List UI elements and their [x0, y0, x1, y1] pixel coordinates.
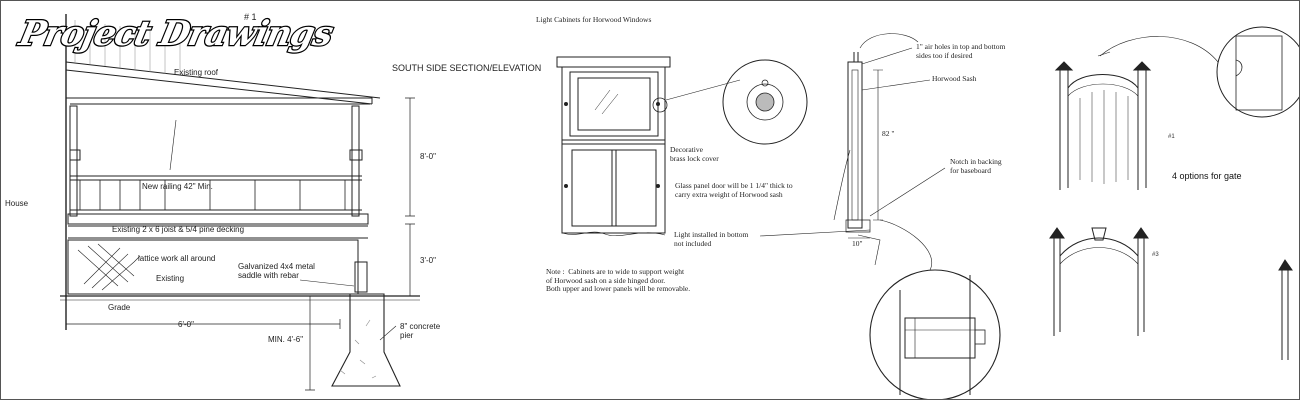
house-label: House [5, 199, 29, 208]
existing-roof-label: Existing roof [174, 68, 219, 77]
brass-lock-label: Decorative brass lock cover [670, 145, 719, 163]
light-installed-label: Light installed in bottom not included [674, 230, 749, 248]
joist-label: Existing 2 x 6 joist & 5/4 pine decking [112, 225, 245, 234]
page-title: Project Drawings [14, 13, 337, 56]
height-8ft-dimension: 8'-0" [420, 152, 436, 161]
galvanized-saddle-label: Galvanized 4x4 metal saddle with rebar [238, 262, 315, 281]
section-title: SOUTH SIDE SECTION/ELEVATION [392, 63, 542, 73]
concrete-pier-label: 8" concrete pier [400, 322, 441, 341]
glass-panel-label: Glass panel door will be 1 1/4" thick to… [675, 181, 793, 199]
cabinet-note: Note : Cabinets are to wide to support w… [546, 267, 691, 294]
air-holes-label: 1" air holes in top and bottom sides too… [916, 42, 1006, 60]
sheet-number: # 1 [244, 12, 257, 22]
existing-label: Existing [156, 274, 185, 283]
height-3ft-dimension: 3'-0" [420, 256, 436, 265]
gate-option-3: #3 [1152, 252, 1159, 258]
height-82-dimension: 82 " [882, 129, 895, 138]
grade-label: Grade [108, 303, 131, 312]
width-10-dimension: 10" [852, 239, 863, 248]
gate-option-1: #1 [1168, 134, 1175, 140]
new-railing-label: New railing 42" Min. [142, 182, 213, 191]
notch-label: Notch in backing for baseboard [950, 157, 1002, 175]
min-depth-dimension: MIN. 4'-6" [268, 335, 304, 344]
width-dimension: 6'-0" [178, 320, 194, 329]
lattice-label: lattice work all around [138, 254, 216, 263]
cabinets-title: Light Cabinets for Horwood Windows [536, 15, 652, 24]
horwood-sash-label: Horwood Sash [932, 74, 977, 83]
gate-options-label: 4 options for gate [1172, 171, 1242, 181]
